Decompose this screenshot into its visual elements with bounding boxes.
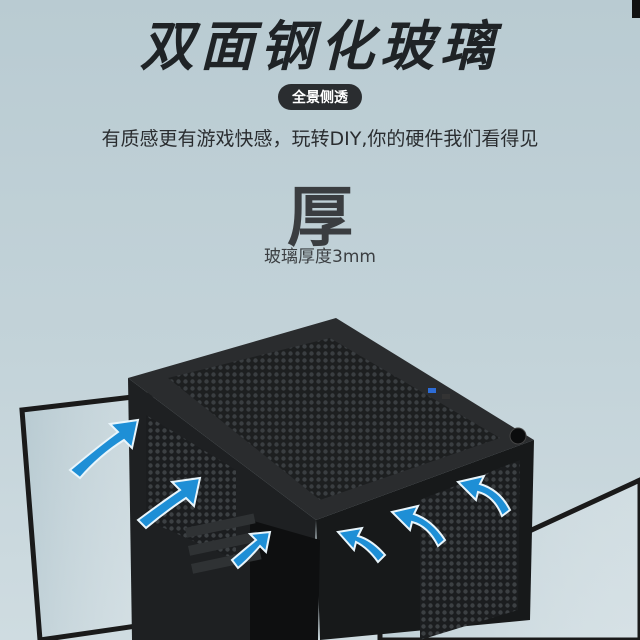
page-title: 双面钢化玻璃 (140, 15, 500, 78)
case-body (128, 318, 534, 640)
airflow-arrow-icon (68, 418, 512, 570)
corner-decoration (632, 0, 640, 18)
feature-badge: 全景侧透 (278, 84, 362, 110)
pc-case-illustration (19, 318, 640, 640)
feature-highlight-char: 厚 (287, 179, 353, 256)
tagline: 有质感更有游戏快感，玩转DIY,你的硬件我们看得见 (101, 128, 539, 150)
feature-caption: 玻璃厚度3mm (264, 247, 376, 267)
